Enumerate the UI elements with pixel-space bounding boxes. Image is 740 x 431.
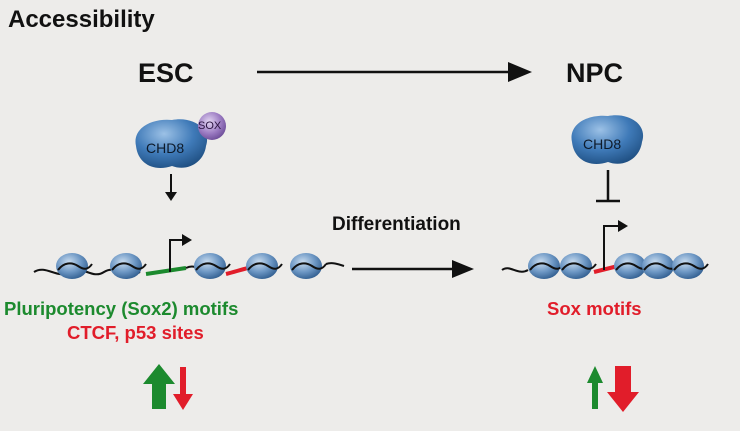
left-change-arrows <box>143 364 193 410</box>
sox-label: SOX <box>198 120 222 132</box>
esc-label: ESC <box>138 58 194 88</box>
npc-label: NPC <box>566 58 624 88</box>
differentiation-label: Differentiation <box>332 214 461 235</box>
nucleosome <box>246 253 283 279</box>
chd8-protein-right-group <box>571 115 644 164</box>
nucleosome <box>56 253 93 279</box>
recruit-arrow <box>165 174 177 201</box>
chd8-sox-complex <box>135 112 226 168</box>
sox-protein <box>198 112 226 140</box>
chd8-label-left: CHD8 <box>146 140 185 156</box>
pluripotency-motifs-label: Pluripotency (Sox2) motifs <box>4 298 239 319</box>
transcription-start-arrow-right <box>603 220 628 270</box>
nucleosome <box>110 253 147 279</box>
red-down-arrow-large <box>607 366 639 412</box>
green-motif-segment <box>145 266 187 276</box>
chd8-label-right: CHD8 <box>583 136 622 152</box>
differentiation-arrow <box>352 260 474 278</box>
nucleosome <box>194 253 231 279</box>
nucleosome <box>672 253 709 279</box>
right-change-arrows <box>587 366 639 412</box>
inhibition-symbol <box>596 170 620 203</box>
sox-motifs-label: Sox motifs <box>547 298 642 319</box>
chromatin-left <box>33 234 345 279</box>
esc-to-npc-arrow <box>257 62 532 82</box>
green-up-arrow-small <box>587 366 603 409</box>
chd8-protein-right <box>571 115 644 164</box>
nucleosome <box>290 253 327 279</box>
red-motif-segment <box>225 266 249 276</box>
ctcf-p53-sites-label: CTCF, p53 sites <box>67 322 204 343</box>
nucleosome <box>560 253 597 279</box>
transcription-start-arrow <box>169 234 192 272</box>
chd8-protein-left <box>135 119 208 168</box>
nucleosome <box>528 253 565 279</box>
chromatin-right <box>501 220 709 279</box>
red-down-arrow-small <box>173 367 193 410</box>
figure-title: Accessibility <box>8 6 155 33</box>
